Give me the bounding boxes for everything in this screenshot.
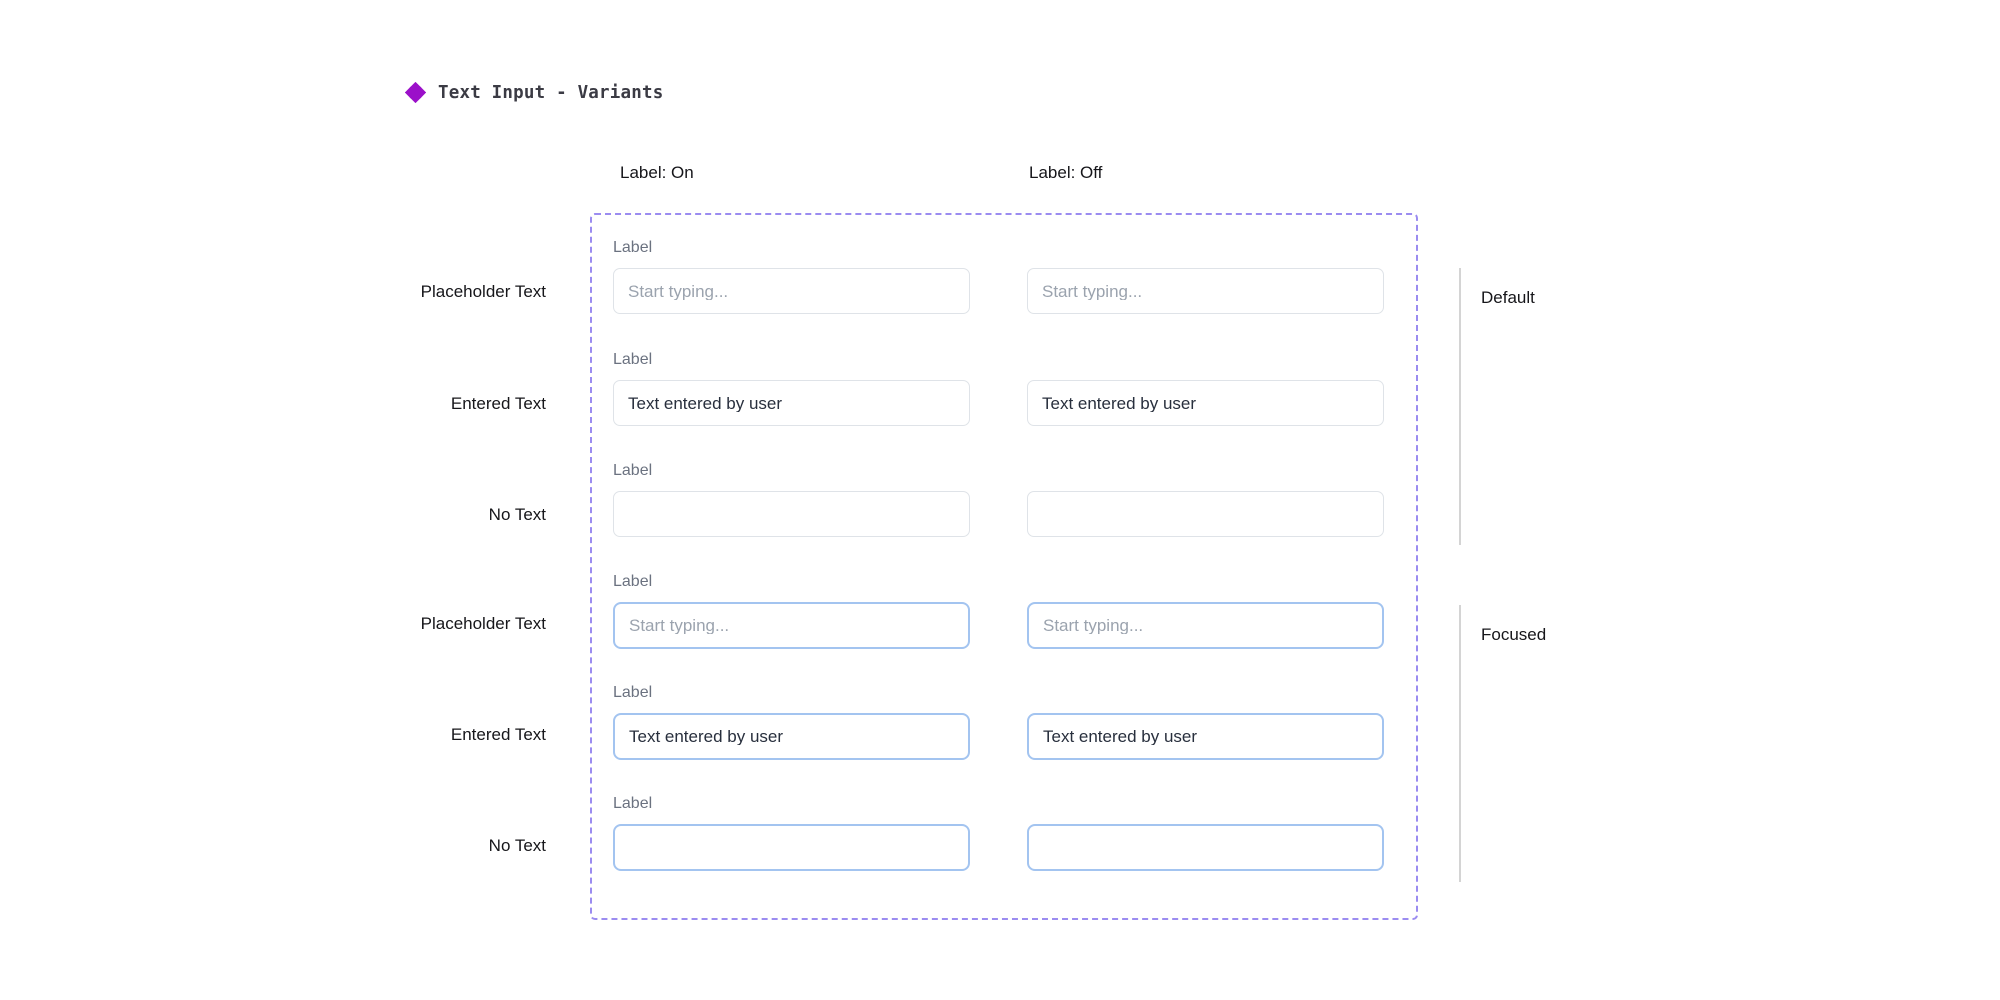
group-label-default: Default xyxy=(1481,288,1535,307)
text-input-r5c2[interactable]: Text entered by user xyxy=(1027,713,1384,760)
column-header-label-on: Label: On xyxy=(620,163,694,182)
row-label-no-text-default: No Text xyxy=(488,505,546,524)
group-bar-focused xyxy=(1459,605,1461,882)
input-placeholder-r4c2: Start typing... xyxy=(1043,617,1144,634)
input-value-r2c2: Text entered by user xyxy=(1042,394,1197,412)
text-input-r2c2[interactable]: Text entered by user xyxy=(1027,380,1384,426)
input-placeholder-r1c2: Start typing... xyxy=(1042,282,1143,300)
field-cell-r1c1: Label Start typing... xyxy=(613,238,970,314)
text-input-r6c2[interactable] xyxy=(1027,824,1384,871)
field-cell-r4c1: Label Start typing... xyxy=(613,572,970,649)
text-input-r3c2[interactable] xyxy=(1027,491,1384,537)
input-label-r6c1: Label xyxy=(613,795,653,812)
input-placeholder-r4c1: Start typing... xyxy=(629,617,730,634)
text-input-r2c1[interactable]: Text entered by user xyxy=(613,380,970,426)
field-cell-r3c1: Label xyxy=(613,461,970,537)
input-label-r1c1: Label xyxy=(613,239,653,256)
field-cell-r2c2: Text entered by user xyxy=(1027,380,1384,426)
row-label-placeholder-text-focused: Placeholder Text xyxy=(420,614,546,633)
input-label-r3c1: Label xyxy=(613,462,653,479)
field-cell-r1c2: Start typing... xyxy=(1027,268,1384,314)
input-label-r2c1: Label xyxy=(613,351,653,368)
four-diamond-icon xyxy=(405,82,426,103)
input-placeholder-r1c1: Start typing... xyxy=(628,282,729,300)
text-input-r3c1[interactable] xyxy=(613,491,970,537)
page-title: Text Input - Variants xyxy=(438,82,664,103)
field-cell-r6c2 xyxy=(1027,824,1384,871)
text-input-r4c2[interactable]: Start typing... xyxy=(1027,602,1384,649)
field-cell-r5c1: Label Text entered by user xyxy=(613,683,970,760)
text-input-r1c1[interactable]: Start typing... xyxy=(613,268,970,314)
row-label-entered-text-focused: Entered Text xyxy=(450,725,546,744)
input-value-r2c1: Text entered by user xyxy=(628,394,783,412)
column-header-label-off: Label: Off xyxy=(1029,163,1103,182)
field-cell-r3c2 xyxy=(1027,491,1384,537)
text-input-r5c1[interactable]: Text entered by user xyxy=(613,713,970,760)
input-label-r4c1: Label xyxy=(613,573,653,590)
field-cell-r2c1: Label Text entered by user xyxy=(613,350,970,426)
input-value-r5c2: Text entered by user xyxy=(1043,728,1198,745)
variants-dashed-container xyxy=(590,213,1418,920)
field-cell-r4c2: Start typing... xyxy=(1027,602,1384,649)
page-title-row: Text Input - Variants xyxy=(405,82,663,103)
group-label-focused: Focused xyxy=(1481,625,1547,644)
row-label-placeholder-text-default: Placeholder Text xyxy=(420,282,546,301)
field-cell-r6c1: Label xyxy=(613,794,970,871)
row-label-entered-text-default: Entered Text xyxy=(450,394,546,413)
group-bar-default xyxy=(1459,268,1461,545)
input-label-r5c1: Label xyxy=(613,684,653,701)
text-input-r4c1[interactable]: Start typing... xyxy=(613,602,970,649)
text-input-r6c1[interactable] xyxy=(613,824,970,871)
text-input-r1c2[interactable]: Start typing... xyxy=(1027,268,1384,314)
input-value-r5c1: Text entered by user xyxy=(629,728,784,745)
row-label-no-text-focused: No Text xyxy=(488,836,546,855)
field-cell-r5c2: Text entered by user xyxy=(1027,713,1384,760)
